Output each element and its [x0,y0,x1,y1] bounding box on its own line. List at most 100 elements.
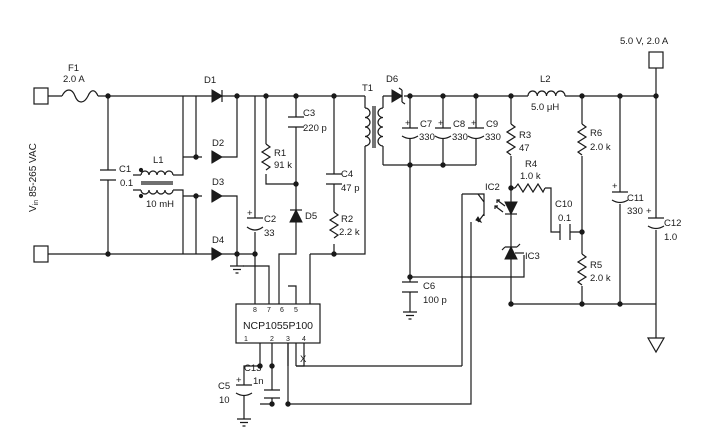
l2-ref: L2 [540,74,551,85]
f1-ref: F1 [68,63,79,74]
ic1-pin-6: 6 [280,307,284,314]
resistor-r2-symbol [328,211,340,239]
ic1-pin-1: 1 [244,336,248,343]
capacitor-c9-symbol [467,127,485,140]
input-voltage-range: 85-265 VAC [28,143,39,197]
output-label: 5.0 V, 2.0 A [620,36,669,47]
c8-ref: C8 [453,119,465,130]
c7-value: 330 [419,132,435,143]
resistor-r5-symbol [576,253,588,286]
ground-symbol-c6 [403,311,417,320]
c1-ref: C1 [119,164,131,175]
optocoupler-ic2-symbol [475,193,518,224]
diode-d5-symbol [289,208,303,223]
capacitor-c7-symbol [401,127,419,140]
ground-symbol-primary [230,265,244,274]
c4-ref: C4 [341,169,353,180]
r1-ref: R1 [274,148,286,159]
r5-ref: R5 [590,260,602,271]
c8-plus: + [438,118,444,129]
capacitor-c3-symbol [288,116,304,128]
fuse-symbol [61,89,99,103]
resistor-r6-symbol [576,123,588,156]
c13-ref: C13 [244,363,261,374]
diode-d1-symbol [211,89,223,103]
c11-value: 330 [627,206,643,217]
d2-ref: D2 [212,138,224,149]
capacitor-c8-symbol [434,127,452,140]
controller-ic1-bottom-pins: 1 2 3 4 [244,336,306,343]
r3-ref: R3 [519,130,531,141]
c10-ref: C10 [555,199,572,210]
c3-value: 220 p [303,123,327,134]
ic1-pin-7: 7 [267,307,271,314]
f1-value: 2.0 A [63,74,85,85]
c3-ref: C3 [303,108,315,119]
c7-ref: C7 [420,119,432,130]
ic1-pin-4: 4 [302,336,306,343]
capacitor-c6-symbol [402,281,418,300]
d6-ref: D6 [386,74,398,85]
c12-ref: C12 [664,218,681,229]
c5-ref: C5 [218,381,230,392]
input-voltage-subscript: in [33,200,40,206]
capacitor-c11-symbol [611,191,629,204]
capacitor-c13-symbol [264,389,280,399]
diode-d6-symbol [391,87,406,105]
inductor-l2-symbol [527,90,566,97]
capacitor-c12-symbol [647,217,665,230]
c2-ref: C2 [264,214,276,225]
input-terminal-top [33,87,49,105]
no-connect-mark: X [300,354,307,365]
r4-value: 1.0 k [520,171,541,182]
choke-l1-symbol [138,167,174,199]
junction-dots [105,93,659,407]
r5-value: 2.0 k [590,273,611,284]
r2-ref: R2 [341,214,353,225]
c4-value: 47 p [341,183,360,194]
c13-value: 1n [253,376,264,387]
c12-value: 1.0 [664,232,677,243]
r6-ref: R6 [590,128,602,139]
transformer-t1-symbol [364,106,384,148]
diode-d3-symbol [211,189,223,203]
d4-ref: D4 [212,235,224,246]
c8-value: 330 [452,132,468,143]
r6-value: 2.0 k [590,142,611,153]
l1-ref: L1 [153,155,164,166]
c9-value: 330 [485,132,501,143]
capacitor-c1-symbol [100,169,116,181]
ground-symbol-c5 [237,418,251,427]
d5-ref: D5 [305,211,317,222]
input-voltage-prefix: V [28,205,39,212]
c11-ref: C11 [627,193,644,204]
controller-ic1-body [235,303,321,344]
component-labels: 5.0 V, 2.0 A F1 2.0 A C1 0.1 L1 10 mH D1… [63,36,681,406]
c5-value: 10 [219,395,230,406]
capacitor-c10-symbol [559,224,571,240]
shunt-regulator-ic3-symbol [501,243,524,260]
resistor-r1-symbol [260,143,272,171]
diode-d2-symbol [211,150,223,164]
d1-ref: D1 [204,75,216,86]
ic1-pin-2: 2 [270,336,274,343]
r3-value: 47 [519,143,530,154]
c6-ref: C6 [423,281,435,292]
ic3-ref: IC3 [525,251,540,262]
input-voltage-label: Vin 85-265 VAC [28,143,40,212]
c1-value: 0.1 [120,178,133,189]
c10-value: 0.1 [558,213,571,224]
capacitor-c2-symbol [246,217,264,231]
l1-value: 10 mH [146,199,174,210]
c6-value: 100 p [423,295,447,306]
ic2-ref: IC2 [485,182,500,193]
c11-plus: + [612,181,618,192]
c2-plus: + [247,208,253,219]
resistor-r3-symbol [505,123,517,156]
capacitor-c5-symbol [235,384,253,397]
c7-plus: + [405,118,411,129]
ic1-pin-3: 3 [286,336,290,343]
c2-value: 33 [264,228,275,239]
r4-ref: R4 [525,159,537,170]
